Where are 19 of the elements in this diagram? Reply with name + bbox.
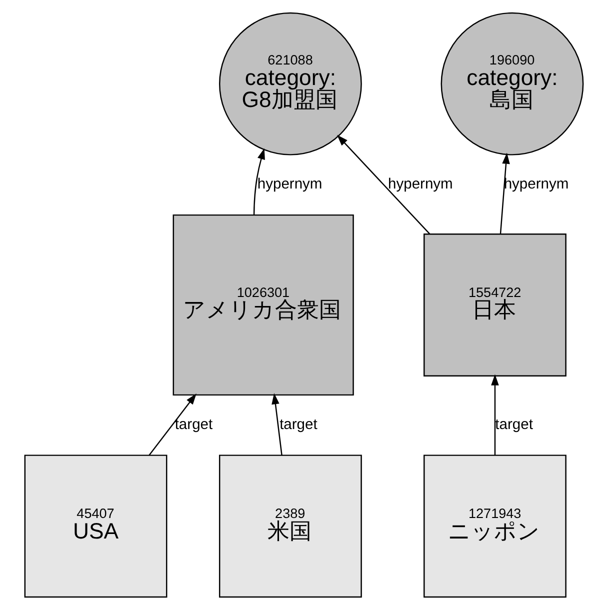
arrow	[252, 148, 264, 216]
edge-label: hypernym	[388, 176, 452, 193]
edge-label: hypernym	[503, 176, 568, 193]
edge-label: target	[174, 416, 212, 433]
node-box: 1026301 アメリカ合衆国	[172, 214, 354, 396]
node-box: 1271943 ニッポン	[423, 454, 566, 598]
arrow	[271, 393, 282, 456]
arrow	[499, 152, 510, 234]
node-box: 1554722 日本	[423, 234, 566, 376]
edge-label: target	[279, 416, 317, 433]
arrow	[148, 394, 196, 456]
node-circle: 196090 category: 島国	[440, 12, 584, 156]
node-box: 45407 USA	[24, 454, 167, 598]
node-box: 2389 米国	[218, 454, 362, 598]
edge-label: target	[494, 416, 532, 433]
arrow	[336, 134, 430, 234]
edge-label: hypernym	[256, 176, 322, 193]
arrow	[490, 374, 498, 456]
node-circle: 621088 category: G8加盟国	[218, 12, 362, 156]
